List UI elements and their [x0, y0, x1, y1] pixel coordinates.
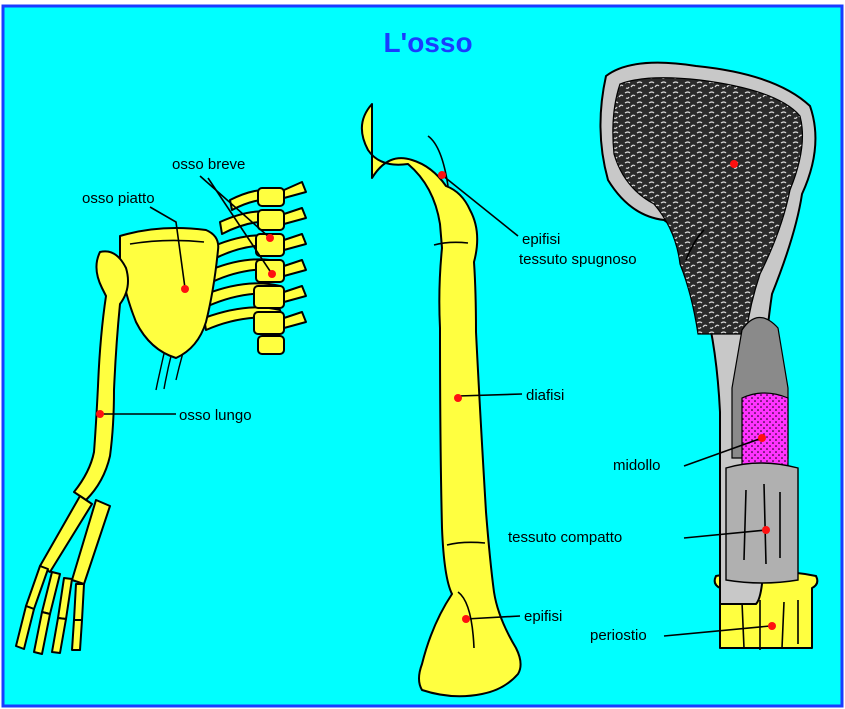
svg-text:periostio: periostio — [590, 627, 647, 644]
compact-tissue-section — [726, 463, 798, 583]
marrow — [742, 393, 788, 466]
svg-text:tessuto spugnoso: tessuto spugnoso — [519, 251, 637, 268]
svg-text:midollo: midollo — [613, 457, 661, 474]
svg-text:osso lungo: osso lungo — [179, 407, 252, 424]
diagram-title: L'osso — [383, 27, 472, 58]
svg-text:osso breve: osso breve — [172, 156, 245, 173]
svg-text:tessuto compatto: tessuto compatto — [508, 529, 622, 546]
svg-text:epifisi: epifisi — [524, 608, 562, 625]
svg-text:epifisi: epifisi — [522, 231, 560, 248]
svg-text:osso piatto: osso piatto — [82, 190, 155, 207]
svg-text:diafisi: diafisi — [526, 387, 564, 404]
